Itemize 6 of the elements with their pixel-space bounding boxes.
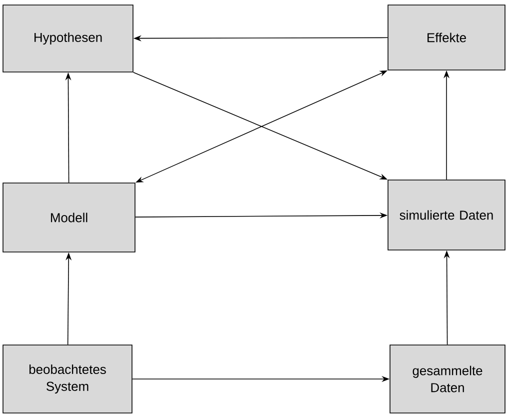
process-box: gesammelte Daten: [390, 344, 506, 414]
process-box: Hypothesen: [2, 4, 134, 72]
process-box: Modell: [2, 182, 136, 252]
process-box: Effekte: [388, 4, 506, 70]
process-box: simulierte Daten: [388, 180, 506, 250]
process-box: beobachtetes System: [2, 344, 132, 414]
